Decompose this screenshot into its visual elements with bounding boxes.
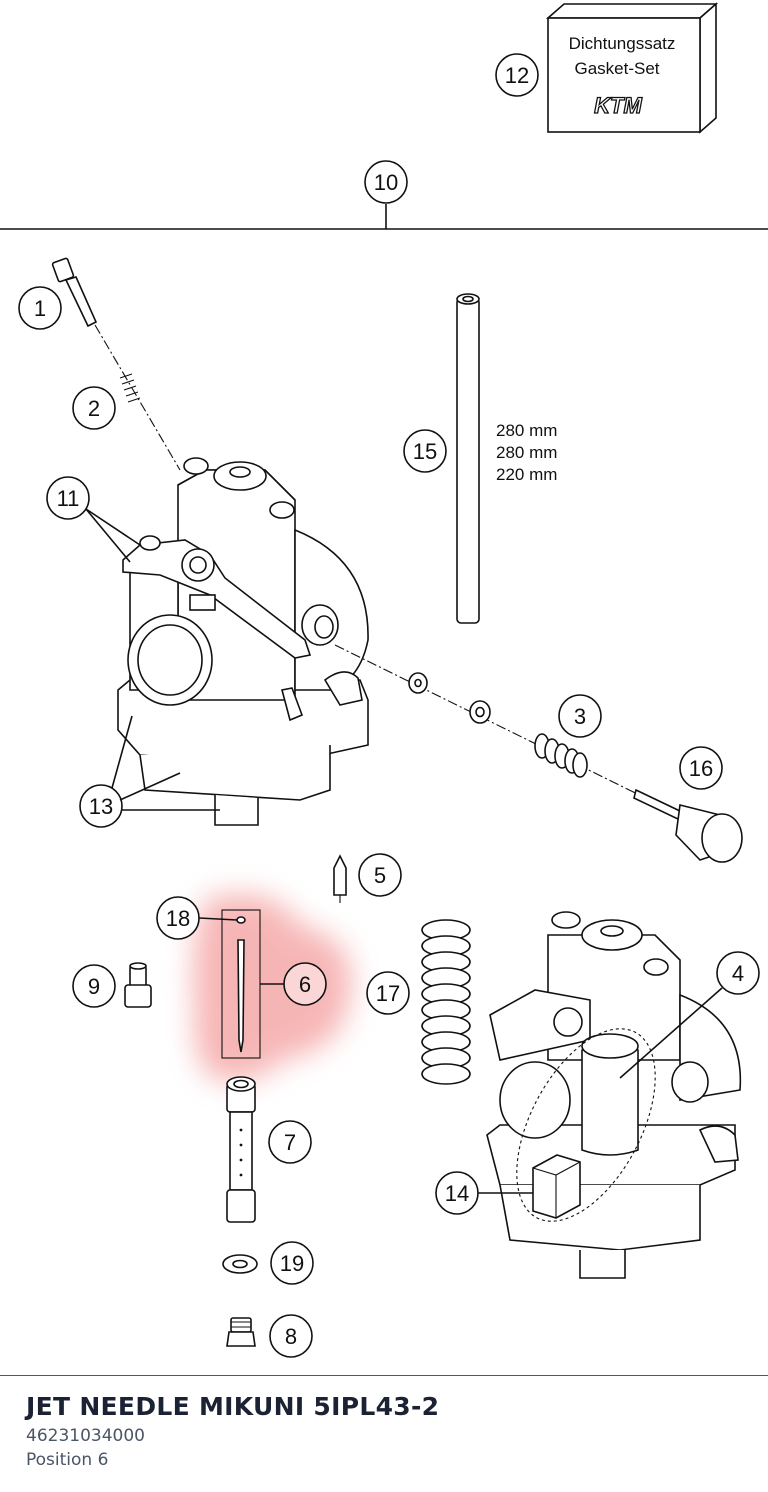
- tube-length-1: 280 mm: [496, 421, 557, 440]
- svg-text:3: 3: [574, 704, 586, 729]
- idle-screw-part-16[interactable]: [633, 788, 743, 863]
- float-part-14[interactable]: [532, 1154, 581, 1219]
- exploded-parts-diagram: 10 Dichtungssatz Gasket-Set KTM 12 1 2: [0, 2, 768, 1358]
- svg-text:11: 11: [57, 486, 80, 511]
- needle-jet-part-7[interactable]: [226, 1076, 256, 1223]
- svg-text:9: 9: [88, 974, 100, 999]
- main-jet-part-8[interactable]: [226, 1317, 256, 1347]
- svg-text:7: 7: [284, 1130, 296, 1155]
- callout-10[interactable]: 10: [364, 160, 408, 204]
- callout-8[interactable]: 8: [269, 1314, 313, 1358]
- callout-1[interactable]: 1: [18, 286, 62, 330]
- callout-15[interactable]: 15: [403, 429, 447, 473]
- tube-length-3: 220 mm: [496, 465, 557, 484]
- washer-part-a[interactable]: [408, 672, 428, 694]
- callout-13[interactable]: 13: [79, 784, 123, 828]
- svg-text:14: 14: [445, 1181, 469, 1206]
- tube-part-15[interactable]: [456, 293, 480, 624]
- svg-text:1: 1: [34, 296, 46, 321]
- callout-9[interactable]: 9: [72, 964, 116, 1008]
- callout-5[interactable]: 5: [358, 853, 402, 897]
- ktm-logo: KTM: [594, 93, 642, 118]
- callout-3[interactable]: 3: [558, 694, 602, 738]
- svg-text:10: 10: [374, 170, 398, 195]
- washer-part-19[interactable]: [222, 1254, 258, 1274]
- spring-part-2[interactable]: [119, 373, 141, 403]
- callout-16[interactable]: 16: [679, 746, 723, 790]
- svg-text:17: 17: [376, 981, 400, 1006]
- svg-text:6: 6: [299, 972, 311, 997]
- callout-12[interactable]: 12: [495, 53, 539, 97]
- svg-text:2: 2: [88, 396, 100, 421]
- spring-part-3[interactable]: [534, 733, 588, 778]
- svg-text:16: 16: [689, 756, 713, 781]
- selected-part-highlight: [192, 893, 352, 1081]
- float-needle-part-5[interactable]: [333, 854, 347, 903]
- jet-part-9[interactable]: [124, 962, 152, 1008]
- gasket-box-line2: Gasket-Set: [574, 59, 659, 78]
- callout-17[interactable]: 17: [366, 971, 410, 1015]
- gasket-box-line1: Dichtungssatz: [569, 34, 676, 53]
- tube-length-2: 280 mm: [496, 443, 557, 462]
- carburetor-body: [117, 457, 369, 826]
- detail-dashed-outline: [516, 1028, 656, 1222]
- jet-needle-part-6[interactable]: [221, 909, 261, 1059]
- callout-19[interactable]: 19: [270, 1241, 314, 1285]
- svg-text:12: 12: [505, 63, 529, 88]
- spring-part-17[interactable]: [421, 919, 471, 1085]
- callout-4[interactable]: 4: [716, 951, 760, 995]
- callout-14[interactable]: 14: [435, 1171, 479, 1215]
- throttle-lever-part-11[interactable]: [122, 535, 312, 659]
- svg-text:4: 4: [732, 961, 744, 986]
- svg-text:5: 5: [374, 863, 386, 888]
- callout-18[interactable]: 18: [156, 896, 200, 940]
- svg-text:15: 15: [413, 439, 437, 464]
- gasket-set-box[interactable]: Dichtungssatz Gasket-Set KTM: [545, 2, 719, 134]
- callout-2[interactable]: 2: [72, 386, 116, 430]
- callout-7[interactable]: 7: [268, 1120, 312, 1164]
- svg-text:19: 19: [280, 1251, 304, 1276]
- svg-text:13: 13: [89, 794, 113, 819]
- carburetor-body-rear-view: [486, 911, 742, 1279]
- callout-6[interactable]: 6: [283, 962, 327, 1006]
- svg-text:18: 18: [166, 906, 190, 931]
- callout-11[interactable]: 11: [46, 476, 90, 520]
- tube-length-list: 280 mm 280 mm 220 mm: [496, 421, 557, 484]
- part-position: Position 6: [26, 1450, 109, 1470]
- washer-part-b[interactable]: [469, 700, 491, 724]
- svg-text:8: 8: [285, 1324, 297, 1349]
- part-number: 46231034000: [26, 1426, 145, 1446]
- part-info-footer: JET NEEDLE MIKUNI 5IPL43-2 46231034000 P…: [0, 1375, 768, 1492]
- part-title: JET NEEDLE MIKUNI 5IPL43-2: [26, 1392, 440, 1421]
- screw-part-1[interactable]: [51, 257, 98, 328]
